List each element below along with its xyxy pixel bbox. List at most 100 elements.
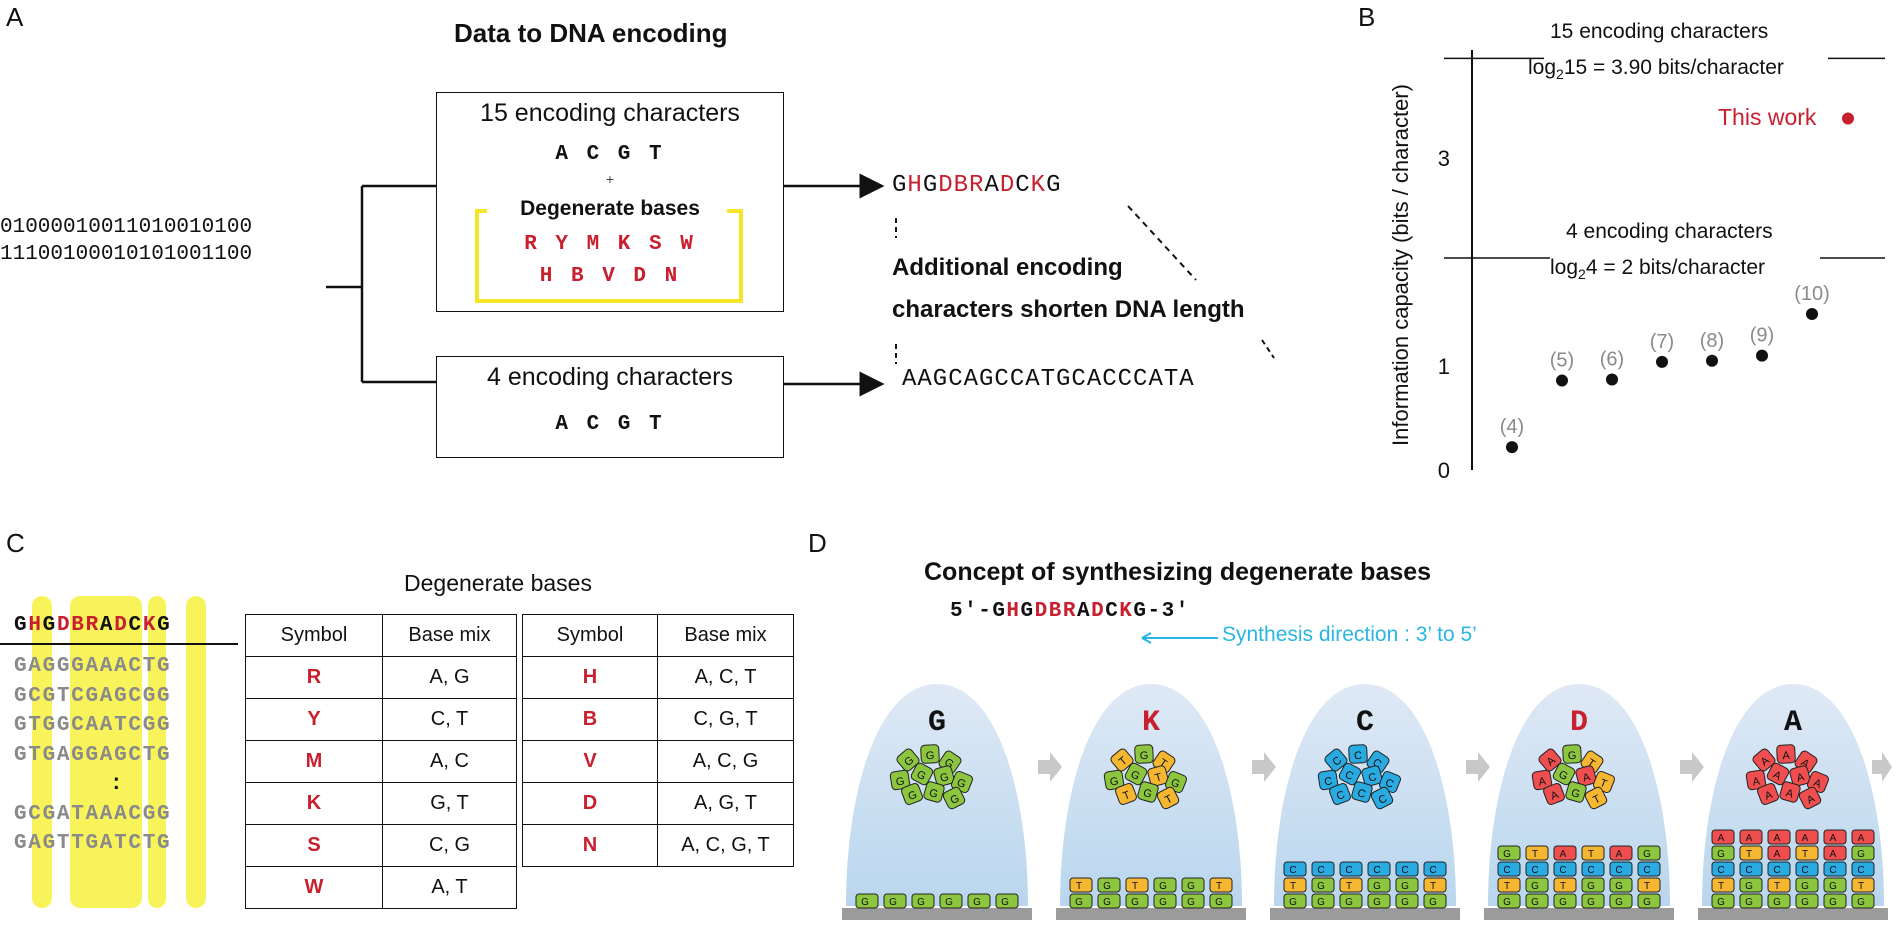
strand-nucleotide-letter: C (1317, 865, 1324, 876)
strand-nucleotide (1497, 845, 1521, 861)
strand-nucleotide (1767, 893, 1791, 909)
seq-char: G (992, 600, 1007, 623)
degenerate-bracket (475, 209, 743, 303)
strand-nucleotide (1739, 877, 1763, 893)
strand-nucleotide-letter: G (1429, 897, 1437, 908)
strand-nucleotide (1739, 845, 1763, 861)
mid-label-2-pre: log (1550, 256, 1579, 279)
panel-b-letter: B (1358, 2, 1376, 32)
strand-nucleotide (1153, 877, 1177, 893)
strand-nucleotide-letter: T (1718, 881, 1724, 892)
strand-nucleotide-letter: G (889, 897, 897, 908)
nucleotide-shape (1110, 748, 1134, 772)
mid-label-2: log24 = 2 bits/character (1550, 256, 1765, 282)
read-sequence: GCGATAAACGG (14, 802, 172, 826)
strand-nucleotide (1069, 893, 1093, 909)
strand-nucleotide-letter: T (1430, 881, 1436, 892)
strand-nucleotide (1851, 829, 1875, 845)
base-mix-cell: A, C (382, 740, 517, 783)
nucleotide-letter: A (1812, 777, 1824, 791)
table1-header-symbol: Symbol (245, 614, 383, 657)
free-nucleotide: A (1776, 744, 1796, 764)
strand-nucleotide (1711, 845, 1735, 861)
strand-nucleotide-letter: G (1401, 881, 1409, 892)
strand-nucleotide (1581, 877, 1605, 893)
strand-nucleotide-letter: A (1802, 833, 1809, 844)
note-line-1: Additional encoding (892, 254, 1123, 281)
strand-nucleotide (1153, 893, 1177, 909)
strand-nucleotide-letter: G (1745, 897, 1753, 908)
free-nucleotide: A (1766, 762, 1790, 786)
strand-nucleotide-letter: G (1745, 881, 1753, 892)
top-label-2-post: 15 = 3.90 bits/character (1563, 56, 1784, 79)
seq-char: G (1020, 600, 1035, 623)
strand-nucleotide (1209, 893, 1233, 909)
strand-nucleotide-letter: C (1401, 865, 1408, 876)
binary-input: 01000010011010010100 1110010001010100110… (0, 214, 252, 268)
strand-nucleotide-letter: G (1503, 849, 1511, 860)
free-nucleotide: G (1137, 781, 1159, 803)
seq-suffix: -3′ (1147, 600, 1190, 623)
nucleotide-shape (1324, 748, 1348, 772)
strand-nucleotide-letter: A (1830, 833, 1837, 844)
strand-nucleotide (1181, 893, 1205, 909)
strand-nucleotide-letter: T (1290, 881, 1296, 892)
strand-nucleotide-letter: G (1159, 897, 1167, 908)
nucleotide-shape (901, 783, 923, 805)
seq-char: A (984, 172, 1000, 199)
strand-nucleotide-letter: G (1289, 897, 1297, 908)
strand-nucleotide (1125, 893, 1149, 909)
nucleotide-shape (1798, 786, 1822, 810)
nucleotide-shape (1789, 765, 1811, 787)
seq-char: G (922, 172, 939, 199)
strand-nucleotide (1553, 861, 1577, 877)
nucleotide-shape (896, 748, 920, 772)
reads-header-sequence: GHGDBRADCKG (14, 614, 171, 637)
nucleotide-letter: C (1323, 775, 1333, 788)
seq-char: B (1048, 600, 1063, 623)
nucleotide-shape (1124, 762, 1148, 786)
strand-nucleotide (1795, 829, 1819, 845)
symbol-cell: B (522, 698, 658, 741)
degenerate-bracket-tl (475, 209, 487, 213)
strand-nucleotide-letter: T (1132, 881, 1138, 892)
strand-nucleotide (1795, 861, 1819, 877)
step-letter: C (1356, 706, 1374, 740)
step-arrow-final (1872, 752, 1892, 782)
strand-nucleotide (1311, 861, 1335, 877)
strand-nucleotide-letter: C (1429, 865, 1436, 876)
strand-nucleotide (1125, 877, 1149, 893)
plus-sign: + (605, 171, 615, 187)
strand-nucleotide-letter: G (1801, 897, 1809, 908)
solid-support (1484, 908, 1674, 920)
strand-nucleotide-letter: G (945, 897, 953, 908)
panel-a-letter: A (6, 2, 24, 32)
nucleotide-shape (1538, 748, 1562, 772)
solid-support (842, 908, 1032, 920)
nucleotide-letter: C (1354, 750, 1363, 762)
strand-nucleotide (1851, 877, 1875, 893)
nucleotide-letter: G (895, 775, 905, 788)
strand-nucleotide (1823, 829, 1847, 845)
strand-nucleotide-letter: G (1531, 897, 1539, 908)
nucleotide-shape (1552, 762, 1576, 786)
box-15-bases: A C G T (555, 143, 665, 166)
seq-char: H (28, 614, 43, 637)
strand-nucleotide-letter: G (1829, 897, 1837, 908)
strand-nucleotide-letter: T (1504, 881, 1510, 892)
symbol-cell: W (245, 866, 383, 909)
nucleotide-shape (923, 781, 945, 803)
strand-nucleotide (939, 893, 963, 909)
mid-label-2-post: 4 = 2 bits/character (1585, 256, 1766, 279)
panel-a-title: Data to DNA encoding (454, 18, 728, 48)
strand-nucleotide-letter: T (1802, 849, 1808, 860)
free-nucleotide: G (933, 765, 955, 787)
strand-nucleotide (1637, 893, 1661, 909)
read-sequence: GAGTTGATCTG (14, 832, 172, 855)
nucleotide-shape (1137, 781, 1159, 803)
